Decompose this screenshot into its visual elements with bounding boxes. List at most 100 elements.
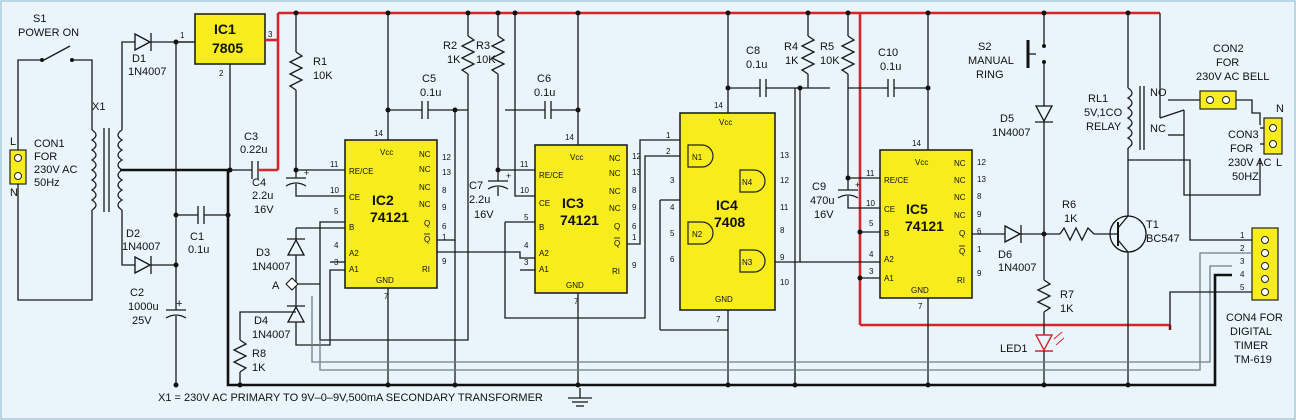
- r5-name: R5: [820, 41, 834, 53]
- ic5-p11: 11: [866, 169, 875, 178]
- d6-diode: D6 1N4007: [972, 224, 1037, 274]
- c7-volt: 16V: [474, 209, 494, 221]
- ic3-b: B: [539, 223, 544, 232]
- c4-value: 2.2u: [252, 190, 273, 202]
- ground-symbol-icon: [568, 388, 592, 407]
- ic2-gnd: GND: [376, 276, 394, 285]
- ic5-nc1: NC: [954, 159, 966, 168]
- ic3-q: Q: [614, 222, 620, 231]
- t1-value: BC547: [1146, 233, 1180, 245]
- transformer-x1: X1: [90, 101, 124, 212]
- s1-switch: S1 POWER ON: [18, 13, 79, 62]
- con4-pin1: 1: [1240, 231, 1245, 240]
- ic5-a1: A1: [884, 274, 894, 283]
- s1-label: POWER ON: [18, 27, 79, 39]
- ic2-nc1: NC: [419, 150, 431, 159]
- c2-name: C2: [130, 287, 144, 299]
- ic4-p14: 14: [714, 101, 723, 110]
- con3-l2: 230V AC: [1228, 157, 1271, 169]
- ic3-p6: 6: [632, 222, 637, 231]
- c10-capacitor: C10 0.1u: [848, 47, 928, 97]
- ic2-rece: RE/CE: [349, 167, 373, 176]
- ic4-n2: N2: [692, 230, 703, 239]
- d3-diode: D3 1N4007: [252, 238, 306, 273]
- d5-value: 1N4007: [992, 127, 1031, 139]
- ic5-nc2: NC: [954, 176, 966, 185]
- c4-name: C4: [252, 177, 266, 189]
- ic5-p5: 5: [869, 219, 874, 228]
- con2-l1: FOR: [1216, 57, 1239, 69]
- s2-manual-ring-switch[interactable]: S2 MANUAL RING: [968, 40, 1046, 81]
- ic2-name: IC2: [372, 192, 394, 208]
- c1-value: 0.1u: [188, 244, 209, 256]
- ic4-p3: 3: [670, 176, 675, 185]
- con4-connector: 1 2 3 4 5 CON4 FOR DIGITAL TIMER TM-619: [1226, 227, 1283, 366]
- ic3-p3: 3: [524, 258, 529, 267]
- ic5-p13: 13: [977, 175, 986, 184]
- con4-l3: TIMER: [1234, 340, 1268, 352]
- con4-l2: DIGITAL: [1230, 326, 1272, 338]
- con2-connector: CON2 FOR 230V AC BELL: [1196, 43, 1269, 110]
- r4-resistor: R4 1K: [784, 13, 816, 75]
- con1-l1: FOR: [34, 151, 57, 163]
- ic3-p8: 8: [632, 186, 637, 195]
- ic3-part: 74121: [560, 212, 599, 228]
- ic4-p6: 6: [670, 255, 675, 264]
- ic4-p4: 4: [670, 203, 675, 212]
- ic3-p10: 10: [520, 186, 529, 195]
- ic2-p7: 7: [384, 292, 389, 301]
- ic5-p9: 9: [977, 210, 982, 219]
- svg-text:+: +: [176, 298, 182, 310]
- con3-l3: 50HZ: [1232, 171, 1259, 183]
- ic3-p12: 12: [632, 152, 641, 161]
- con1-l2: 230V AC: [34, 164, 77, 176]
- d4-value: 1N4007: [252, 329, 291, 341]
- ic5-nc3: NC: [954, 193, 966, 202]
- ic5-a2: A2: [884, 255, 894, 264]
- ic3-rece: RE/CE: [539, 171, 563, 180]
- led1: LED1: [1000, 331, 1065, 355]
- r6-name: R6: [1062, 199, 1076, 211]
- c2-capacitor: + C2 1000u 25V: [128, 287, 187, 327]
- rl1-no: NO: [1150, 87, 1167, 99]
- c1-capacitor: C1 0.1u: [176, 206, 228, 256]
- ic5-name: IC5: [906, 201, 928, 217]
- ic3-vcc: Vcc: [570, 153, 583, 162]
- c3-capacitor: C3 0.22u: [230, 131, 278, 179]
- ic2-a2: A2: [349, 249, 359, 258]
- d1-value: 1N4007: [128, 66, 167, 78]
- ic3-p4: 4: [524, 241, 529, 250]
- svg-text:+: +: [506, 171, 511, 181]
- ic2-part: 74121: [370, 209, 409, 225]
- ic2-chip: Vcc RE/CE CE B A2 A1 NC NC NC NC Q Q RI …: [330, 129, 451, 301]
- c2-value: 1000u: [128, 301, 159, 313]
- r2-value: 1K: [447, 54, 461, 66]
- r3-resistor: R3 10K: [476, 13, 506, 75]
- con2-name: CON2: [1213, 43, 1244, 55]
- d5-name: D5: [1000, 113, 1014, 125]
- ic5-p4: 4: [869, 250, 874, 259]
- ic4-p11: 11: [780, 203, 789, 212]
- ic2-p8: 8: [442, 186, 447, 195]
- ic3-nc2: NC: [609, 169, 621, 178]
- rl1-l2: RELAY: [1086, 121, 1122, 133]
- con4-l1: CON4 FOR: [1226, 312, 1283, 324]
- d4-name: D4: [254, 315, 268, 327]
- ic4-n1: N1: [692, 153, 703, 162]
- ic2-a1: A1: [349, 265, 359, 274]
- con3-l1: FOR: [1230, 143, 1253, 155]
- ic5-gnd: GND: [911, 286, 929, 295]
- r6-resistor: R6 1K: [1059, 199, 1095, 242]
- ic3-p11: 11: [520, 160, 529, 169]
- ic1-value: 7805: [212, 40, 243, 56]
- ic5-p7: 7: [918, 302, 923, 311]
- ic5-p6: 6: [977, 227, 982, 236]
- ic4-chip: Vcc GND IC4 7408 N1 N2 N4 N3 1 2 3 4 5 6…: [666, 101, 789, 324]
- con4-pin2: 2: [1240, 244, 1245, 253]
- ic3-name: IC3: [562, 195, 584, 211]
- ic2-p13: 13: [442, 168, 451, 177]
- r7-name: R7: [1060, 289, 1074, 301]
- ic5-p1: 1: [977, 245, 982, 254]
- r2-name: R2: [443, 40, 457, 52]
- ic4-name: IC4: [716, 197, 738, 213]
